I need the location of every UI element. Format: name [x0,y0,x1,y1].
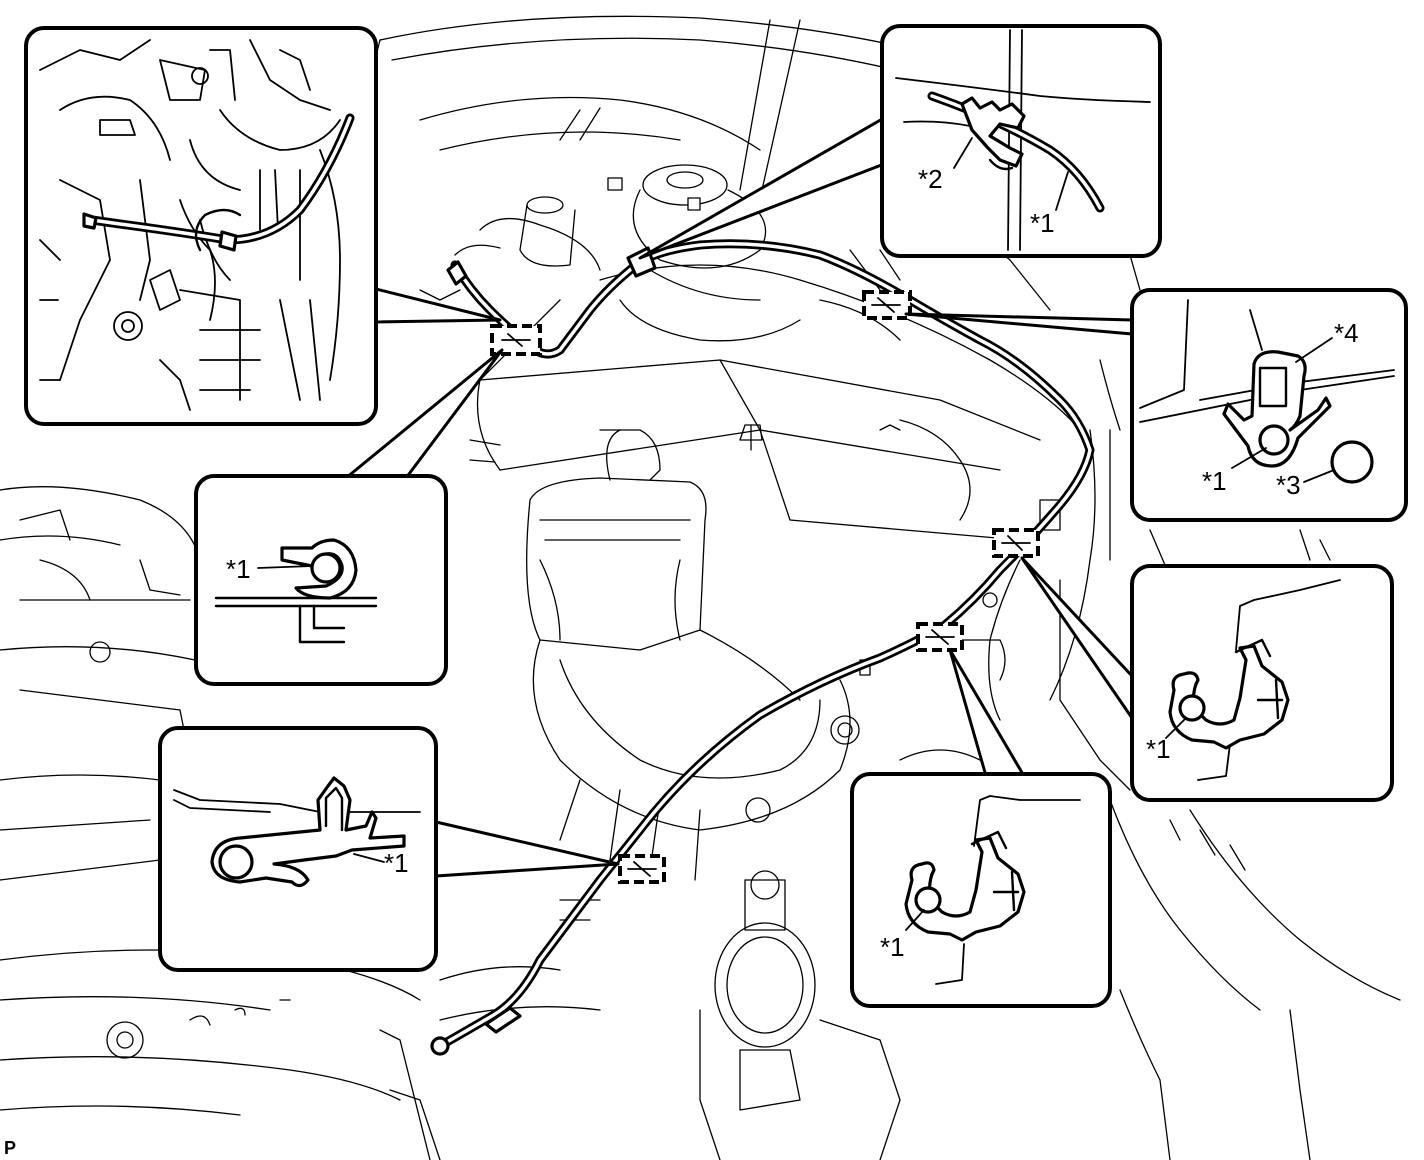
clamp-markers [490,290,1040,884]
leader-line [953,137,973,169]
label-cable: *1 [1146,734,1171,764]
detail-left-mid: *1 [194,474,448,686]
label-cable: *1 [1030,208,1055,238]
detail-top-center: *2 *1 [880,24,1162,258]
label-hole: *3 [1276,470,1301,500]
leader-line [257,565,313,569]
detail-right-lower: *1 [1130,564,1394,802]
leader-line [905,909,925,931]
leader-line [353,853,385,863]
leader-line [1295,337,1333,363]
label-cable: *1 [226,554,251,584]
detail-bottom-left: *1 [158,726,438,972]
leader-line [1231,447,1267,469]
leader-line [1055,171,1069,211]
detail-bottom-center: *1 [850,772,1112,1008]
leader-line [1303,469,1335,483]
detail-right-upper: *4 *1 *3 [1130,288,1408,522]
callout-leaders [344,116,1134,878]
label-cable: *1 [384,848,409,878]
leader-line [1165,717,1187,739]
label-cable: *1 [1202,466,1227,496]
engine-bay-background [0,15,1401,1160]
detail-top-left [24,26,378,426]
label-clip: *2 [918,164,943,194]
label-cable: *1 [880,932,905,962]
label-clamp: *4 [1334,318,1359,348]
page-marker: P [4,1138,16,1158]
